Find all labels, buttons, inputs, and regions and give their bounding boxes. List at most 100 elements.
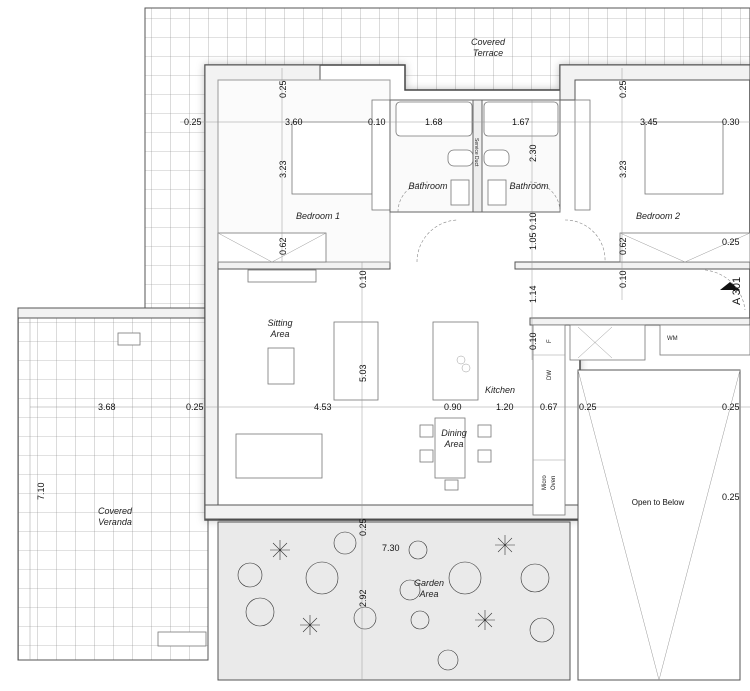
dining-chair xyxy=(477,449,492,463)
hob-burner xyxy=(461,363,471,373)
closet-marking xyxy=(619,232,750,263)
sink xyxy=(487,179,507,206)
room-label-covered-terrace: Covered xyxy=(471,37,506,47)
room-label-garden-area: Garden xyxy=(414,578,444,588)
dimension-label: 5.03 xyxy=(358,364,368,382)
kitchen-counter xyxy=(532,324,566,516)
dimension-label: 0.10 xyxy=(528,332,538,350)
dimension-label: 2.30 xyxy=(528,144,538,162)
dimension-label: 0.10 xyxy=(358,270,368,288)
hob-burner xyxy=(456,355,466,365)
dimension-label: 1.14 xyxy=(528,285,538,303)
storage-marking xyxy=(577,326,613,359)
dimension-label: 7.10 xyxy=(36,482,46,500)
kitchen-island xyxy=(432,321,479,401)
dimension-label: 3.23 xyxy=(618,160,628,178)
dining-chair xyxy=(419,424,434,438)
toilet xyxy=(447,149,474,167)
room-label-bedroom-2: Bedroom 2 xyxy=(636,211,680,221)
door-swing xyxy=(397,181,429,213)
dimension-label: 0.30 xyxy=(722,117,740,127)
room-label-bedroom-1: Bedroom 1 xyxy=(296,211,340,221)
section-marker-icon xyxy=(720,282,740,290)
veranda-fixture xyxy=(157,631,207,647)
room-label-sitting-area: Sitting xyxy=(267,318,292,328)
washing-machine-label: WM xyxy=(667,336,678,342)
dimension-label: 0.67 xyxy=(540,402,558,412)
dimension-label: 1.67 xyxy=(512,117,530,127)
sofa-2 xyxy=(235,433,323,479)
dimension-label: 0.25 xyxy=(184,117,202,127)
dimension-label: 1.20 xyxy=(496,402,514,412)
wardrobe xyxy=(574,99,591,211)
dimension-label: 1.68 xyxy=(425,117,443,127)
room-label-bathroom-right: Bathroom xyxy=(509,181,549,191)
section-marker-arc xyxy=(704,269,746,311)
service-duct-label: Service Duct xyxy=(473,138,479,167)
dimension-lines xyxy=(29,68,750,680)
dimension-label: 7.30 xyxy=(382,543,400,553)
dimension-label: 1.05 0.10 xyxy=(528,212,538,250)
closet xyxy=(217,232,327,263)
dimension-label: 3.23 xyxy=(278,160,288,178)
section-marker-label: A 301 xyxy=(731,277,743,305)
dishwasher-label: DW xyxy=(547,370,553,380)
dimension-label: 0.25 xyxy=(722,402,740,412)
dining-chair xyxy=(444,479,459,491)
dimension-label: 3.60 xyxy=(285,117,303,127)
garden-trees xyxy=(237,531,555,671)
dimension-label: 0.25 xyxy=(579,402,597,412)
veranda-wall xyxy=(17,307,209,319)
sink xyxy=(450,179,470,206)
room-label-sitting-area-2: Area xyxy=(269,329,289,339)
dimension-label: 0.25 xyxy=(618,80,628,98)
micro-oven-label: Micro xyxy=(542,475,548,490)
closet xyxy=(619,232,750,263)
bathtub xyxy=(483,101,559,137)
room-label-dining-area-2: Area xyxy=(443,439,463,449)
room-label-covered-terrace-2: Terrace xyxy=(473,48,503,58)
open-to-below-area xyxy=(577,369,741,681)
dining-chair xyxy=(477,424,492,438)
garden-area xyxy=(217,521,571,681)
dimension-label: 4.53 xyxy=(314,402,332,412)
laundry-unit xyxy=(659,324,750,356)
wall xyxy=(514,261,750,270)
room-label-bathroom-left: Bathroom xyxy=(408,181,448,191)
dining-chair xyxy=(419,449,434,463)
dimension-label: 0.25 xyxy=(186,402,204,412)
room-label-kitchen: Kitchen xyxy=(485,385,515,395)
void-marking xyxy=(577,369,741,681)
dimension-label: 0.90 xyxy=(444,402,462,412)
wall xyxy=(217,261,391,270)
room-label-covered-veranda-2: Veranda xyxy=(98,517,132,527)
veranda-fixture xyxy=(117,332,141,346)
door-swing xyxy=(564,219,606,263)
dimension-label: 0.25 xyxy=(278,80,288,98)
micro-oven-label-2: Oven xyxy=(551,476,557,490)
dimension-label: 0.25 xyxy=(358,518,368,536)
tv-unit xyxy=(247,269,317,283)
room-label-open-to-below: Open to Below xyxy=(632,498,685,507)
wall xyxy=(204,504,581,520)
covered-veranda-area xyxy=(17,307,209,661)
room-label-covered-veranda: Covered xyxy=(98,506,133,516)
room-label-dining-area: Dining xyxy=(441,428,467,438)
wall xyxy=(529,317,750,326)
coffee-table xyxy=(267,347,295,385)
dimension-label: 2.92 xyxy=(358,589,368,607)
dimension-label: 0.10 xyxy=(618,270,628,288)
dimension-label: 0.62 xyxy=(618,237,628,255)
dimension-label: 0.62 xyxy=(278,237,288,255)
fridge-label: F xyxy=(547,339,553,343)
bed-1 xyxy=(291,121,373,195)
bed-2 xyxy=(644,121,724,195)
room-label-garden-area-2: Area xyxy=(418,589,438,599)
dimension-label: 3.68 xyxy=(98,402,116,412)
toilet xyxy=(483,149,510,167)
dimension-label: 0.25 xyxy=(722,492,740,502)
dimension-label: 0.10 xyxy=(368,117,386,127)
door-swing xyxy=(529,181,561,213)
dimension-labels: 0.25 0.25 3.60 0.10 1.68 1.67 2.30 3.23 … xyxy=(36,80,740,607)
